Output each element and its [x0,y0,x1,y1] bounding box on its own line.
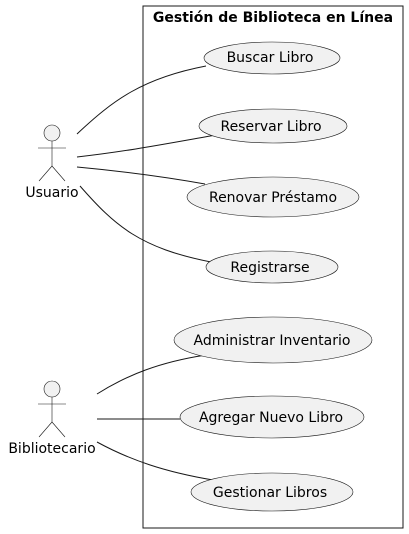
actor-usuario-head [43,124,61,142]
use-case-buscar: Buscar Libro [203,41,341,75]
use-case-gestionar: Gestionar Libros [190,472,354,512]
use-case-agregar-label: Agregar Nuevo Libro [199,410,343,426]
associations [76,65,217,481]
actor-bibliotecario-label: Bibliotecario [8,441,95,457]
association-usuario-reservar [76,134,217,158]
use-case-buscar-label: Buscar Libro [227,50,314,66]
association-bibliotecario-administrar [96,354,207,395]
use-case-gestionar-label: Gestionar Libros [213,485,327,501]
use-case-administrar-label: Administrar Inventario [194,333,351,349]
system-title: Gestión de Biblioteca en Línea [153,10,393,26]
use-case-renovar: Renovar Préstamo [186,176,360,218]
actor-usuario: Usuario [25,124,79,201]
association-usuario-renovar [76,166,206,185]
use-case-reservar-label: Reservar Libro [220,119,321,135]
actor-bibliotecario-head [43,380,61,398]
association-usuario-buscar [76,65,207,135]
association-usuario-registrarse [79,185,212,263]
use-case-registrarse-label: Registrarse [230,260,309,276]
actor-bibliotecario: Bibliotecario [8,380,96,457]
association-bibliotecario-gestionar [96,441,214,481]
use-case-reservar: Reservar Libro [198,108,348,144]
use-case-agregar: Agregar Nuevo Libro [179,395,365,439]
actor-usuario-label: Usuario [25,185,78,201]
use-case-renovar-label: Renovar Préstamo [209,190,337,206]
system-boundary: Gestión de Biblioteca en Línea [142,5,404,529]
use-case-administrar: Administrar Inventario [173,316,373,364]
use-case-registrarse: Registrarse [205,250,339,284]
